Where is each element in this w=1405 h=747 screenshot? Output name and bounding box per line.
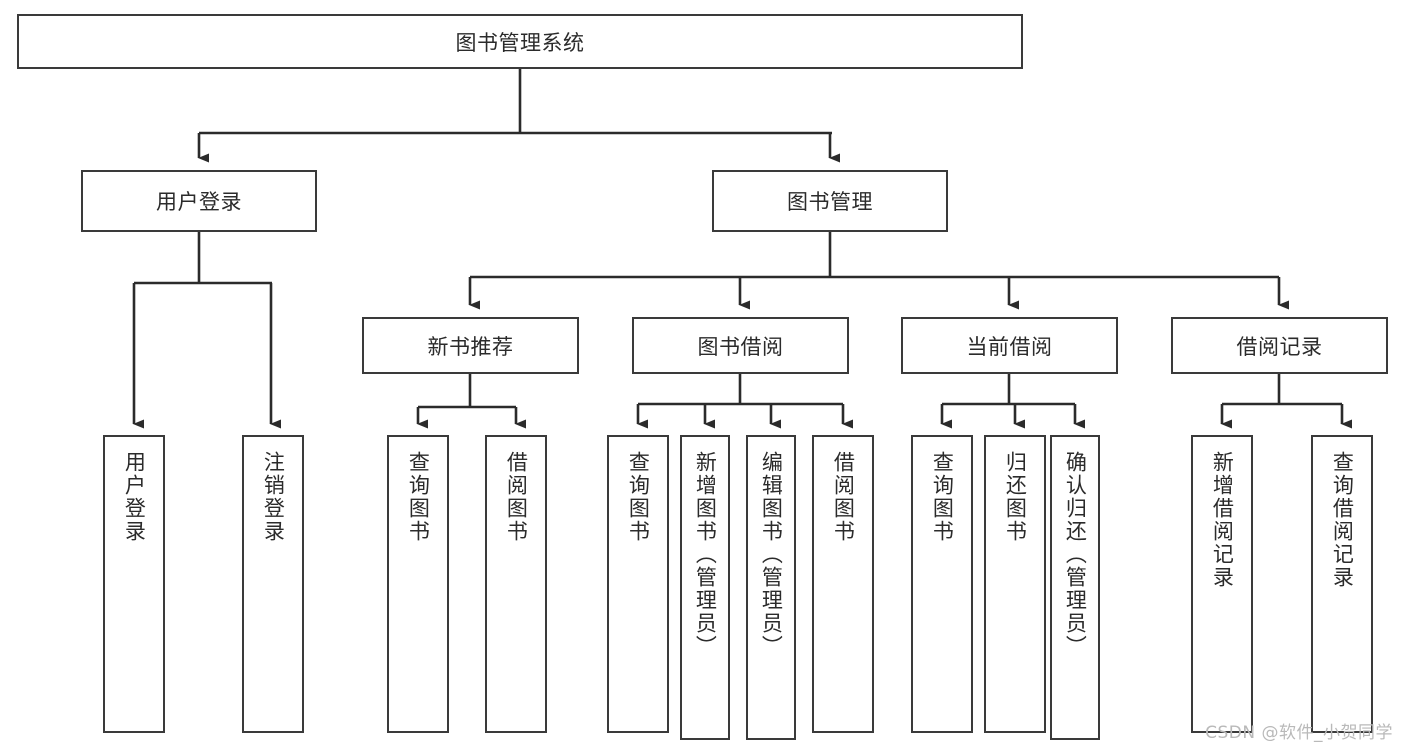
leaf-query-book-2[interactable]: 查询图书 [607,435,669,733]
node-book-manage[interactable]: 图书管理 [712,170,948,232]
leaf-logout[interactable]: 注销登录 [242,435,304,733]
node-label: 借阅图书 [504,451,529,543]
leaf-add-book[interactable]: 新增图书（管理员） [680,435,730,740]
leaf-confirm-return[interactable]: 确认归还（管理员） [1050,435,1100,740]
node-label: 查询借阅记录 [1330,451,1355,589]
leaf-borrow-book-2[interactable]: 借阅图书 [812,435,874,733]
leaf-edit-book[interactable]: 编辑图书（管理员） [746,435,796,740]
leaf-borrow-book-1[interactable]: 借阅图书 [485,435,547,733]
node-label: 用户登录 [122,451,147,543]
node-label: 借阅图书 [831,451,856,543]
node-new-book-rec[interactable]: 新书推荐 [362,317,579,374]
leaf-user-login[interactable]: 用户登录 [103,435,165,733]
node-label: 借阅记录 [1236,334,1323,359]
node-current-borrow[interactable]: 当前借阅 [901,317,1118,374]
watermark-text: CSDN @软件_小贺同学 [1205,723,1393,743]
node-label: 图书借阅 [697,334,784,359]
node-label: 编辑图书（管理员） [759,451,784,658]
node-label: 当前借阅 [966,334,1053,359]
leaf-return-book[interactable]: 归还图书 [984,435,1046,733]
node-user-login[interactable]: 用户登录 [81,170,317,232]
node-root-system[interactable]: 图书管理系统 [17,14,1023,69]
node-label: 图书管理 [787,190,873,214]
leaf-add-record[interactable]: 新增借阅记录 [1191,435,1253,733]
node-label: 确认归还（管理员） [1063,451,1088,658]
node-label: 新书推荐 [427,334,514,359]
leaf-query-record[interactable]: 查询借阅记录 [1311,435,1373,733]
node-label: 图书管理系统 [455,30,585,55]
node-label: 查询图书 [930,451,955,543]
node-label: 归还图书 [1003,451,1028,543]
node-label: 查询图书 [626,451,651,543]
node-label: 新增借阅记录 [1210,451,1235,589]
node-book-borrow[interactable]: 图书借阅 [632,317,849,374]
leaf-query-book-3[interactable]: 查询图书 [911,435,973,733]
node-label: 新增图书（管理员） [693,451,718,658]
node-label: 查询图书 [406,451,431,543]
leaf-query-book-1[interactable]: 查询图书 [387,435,449,733]
node-borrow-record[interactable]: 借阅记录 [1171,317,1388,374]
node-label: 注销登录 [261,451,286,543]
node-label: 用户登录 [156,190,242,214]
